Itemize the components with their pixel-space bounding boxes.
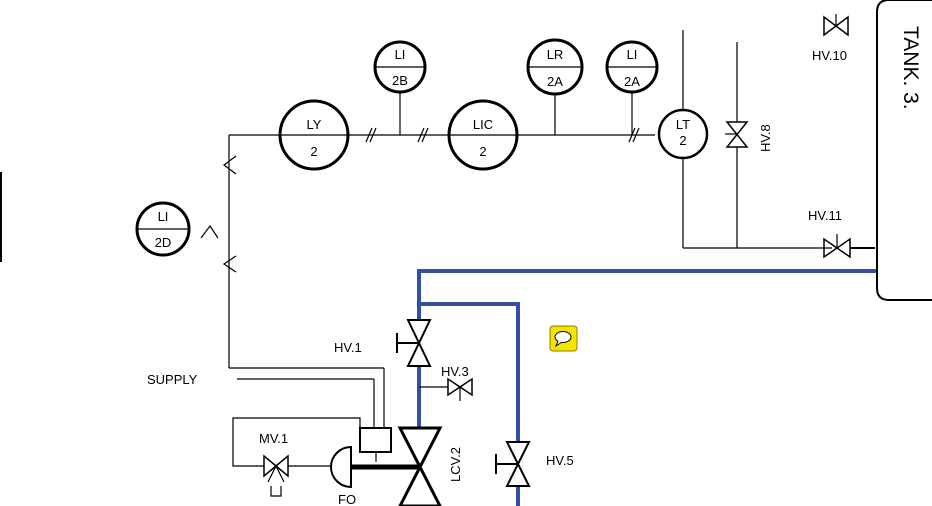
tank-label: TANK. 3. bbox=[899, 26, 922, 110]
svg-text:LI: LI bbox=[158, 209, 169, 224]
valve-hv11-label: HV.11 bbox=[808, 208, 842, 223]
svg-text:LI: LI bbox=[395, 47, 406, 62]
svg-text:2: 2 bbox=[679, 133, 686, 148]
valve-mv1-lines bbox=[232, 417, 361, 467]
svg-text:LI: LI bbox=[627, 47, 638, 62]
valve-hv10-label: HV.10 bbox=[812, 48, 847, 63]
svg-text:LIC: LIC bbox=[473, 117, 493, 132]
supply-label: SUPPLY bbox=[147, 372, 198, 387]
valve-lcv2[interactable] bbox=[330, 426, 443, 506]
valve-hv1-label: HV.1 bbox=[334, 340, 362, 355]
fail-open-label: FO bbox=[338, 492, 356, 506]
instrument-lt2[interactable]: LT 2 bbox=[657, 108, 709, 160]
instrument-lic2[interactable]: LIC 2 bbox=[447, 99, 519, 171]
valve-mv1-label: MV.1 bbox=[259, 431, 288, 446]
instrument-li2d[interactable]: LI 2D bbox=[135, 201, 191, 257]
svg-text:2A: 2A bbox=[624, 74, 640, 89]
svg-text:2B: 2B bbox=[392, 73, 408, 88]
instrument-lr2a[interactable]: LR 2A bbox=[526, 38, 584, 96]
svg-text:LY: LY bbox=[307, 117, 322, 132]
valve-lcv2-label: LCV.2 bbox=[448, 447, 463, 482]
instrument-li2a[interactable]: LI 2A bbox=[605, 40, 659, 94]
speech-bubble-icon[interactable] bbox=[549, 325, 578, 352]
svg-text:2D: 2D bbox=[155, 235, 172, 250]
valve-hv8[interactable] bbox=[725, 121, 749, 148]
svg-text:2: 2 bbox=[479, 144, 486, 159]
tank-vessel bbox=[876, 0, 932, 301]
valve-mv1[interactable] bbox=[263, 454, 289, 497]
process-lines bbox=[417, 269, 876, 506]
instrument-ly2[interactable]: LY 2 bbox=[278, 99, 350, 171]
level-lines bbox=[682, 30, 875, 249]
instrument-li2b[interactable]: LI 2B bbox=[373, 40, 427, 94]
valve-hv5[interactable] bbox=[495, 441, 531, 487]
valve-hv10[interactable] bbox=[823, 14, 849, 37]
svg-text:2A: 2A bbox=[547, 74, 563, 89]
valve-hv3-label: HV.3 bbox=[441, 364, 469, 379]
valve-hv11[interactable] bbox=[823, 234, 851, 259]
signal-lines bbox=[200, 92, 655, 428]
svg-text:LT: LT bbox=[676, 117, 690, 132]
valve-hv8-label: HV.8 bbox=[758, 124, 773, 152]
valve-hv1[interactable] bbox=[396, 319, 432, 367]
valve-hv5-label: HV.5 bbox=[546, 453, 574, 468]
valve-hv3[interactable] bbox=[447, 377, 473, 401]
svg-text:2: 2 bbox=[310, 144, 317, 159]
svg-text:LR: LR bbox=[547, 47, 564, 62]
